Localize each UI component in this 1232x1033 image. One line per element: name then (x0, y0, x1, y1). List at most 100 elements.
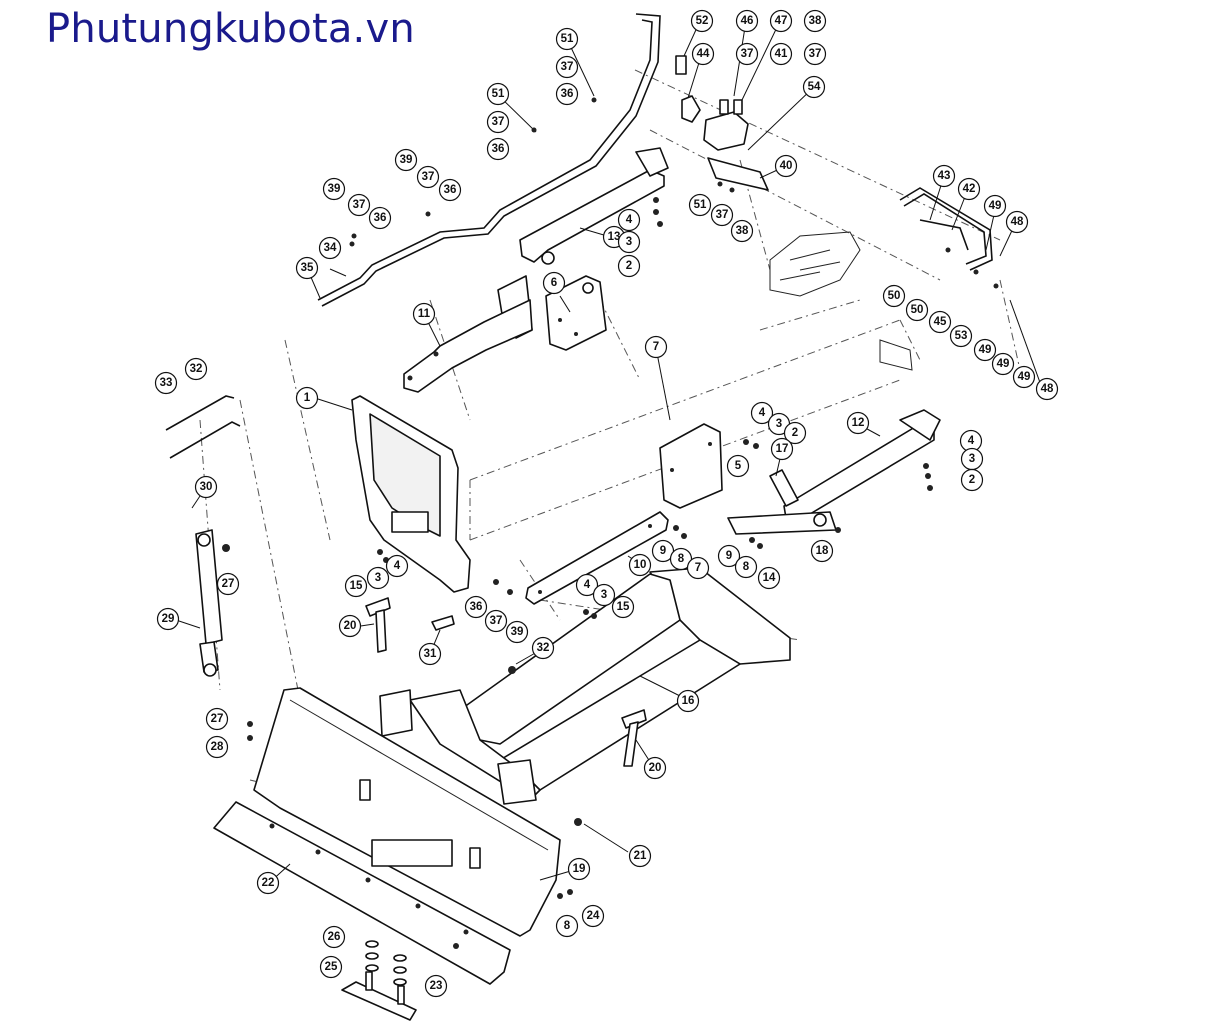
callout-37: 37 (416, 165, 440, 189)
part-22-cutting-edge (213, 801, 511, 985)
part-5-plate (659, 423, 723, 509)
callout-number: 4 (626, 214, 633, 226)
callout-circle (575, 573, 599, 597)
callout-number: 49 (1018, 371, 1031, 383)
callout-number: 49 (979, 344, 992, 356)
callout-number: 27 (222, 578, 235, 590)
callout-circle (810, 539, 834, 563)
callout-number: 10 (634, 559, 647, 571)
callout-circle (319, 955, 343, 979)
callout-circle (338, 614, 362, 638)
callout-number: 32 (537, 642, 550, 654)
callout-number: 32 (190, 363, 203, 375)
callout-8: 8 (734, 555, 758, 579)
callout-32: 32 (531, 636, 555, 660)
callout-circle (628, 553, 652, 577)
callout-circle (617, 208, 641, 232)
fastener-marks (222, 97, 999, 949)
callout-37: 37 (486, 110, 510, 134)
callout-circle (295, 256, 319, 280)
callout-circle (949, 324, 973, 348)
tractor-mount-outline (769, 231, 913, 371)
part-1-frame (351, 395, 471, 593)
callout-number: 27 (211, 713, 224, 725)
callout-circle (531, 636, 555, 660)
callout-number: 21 (634, 850, 647, 862)
callout-number: 3 (375, 572, 381, 584)
part-19-blade (253, 687, 561, 937)
callout-2: 2 (783, 421, 807, 445)
callout-51: 51 (688, 193, 712, 217)
callout-circle (882, 284, 906, 308)
callout-22: 22 (256, 871, 280, 895)
callout-38: 38 (803, 9, 827, 33)
callout-circle (256, 871, 280, 895)
callout-number: 34 (324, 242, 337, 254)
callout-number: 6 (551, 277, 557, 289)
callout-49: 49 (973, 338, 997, 362)
callout-27: 27 (216, 572, 240, 596)
callout-6: 6 (542, 271, 566, 295)
callout-number: 39 (328, 183, 341, 195)
callout-circle (464, 595, 488, 619)
callout-circle (770, 437, 794, 461)
callout-number: 52 (696, 15, 709, 27)
callout-52: 52 (690, 9, 714, 33)
callout-circle (769, 42, 793, 66)
callout-number: 37 (353, 199, 366, 211)
callout-51: 51 (555, 27, 579, 51)
callout-37: 37 (347, 193, 371, 217)
callout-7: 7 (644, 335, 668, 359)
callout-number: 31 (424, 648, 437, 660)
callout-4: 4 (385, 554, 409, 578)
callout-circle (735, 9, 759, 33)
callout-number: 3 (601, 589, 607, 601)
callout-number: 13 (608, 231, 621, 243)
callout-number: 20 (344, 620, 357, 632)
callout-circle (424, 974, 448, 998)
part-33-pipes (165, 395, 241, 459)
callout-number: 37 (490, 615, 503, 627)
callout-41: 41 (769, 42, 793, 66)
callout-number: 39 (400, 154, 413, 166)
callout-number: 1 (304, 392, 311, 404)
callout-number: 8 (564, 920, 571, 932)
callout-number: 39 (511, 626, 524, 638)
callout-number: 36 (470, 601, 483, 613)
callout-circle (486, 82, 510, 106)
callout-number: 37 (809, 48, 822, 60)
callout-circle (154, 371, 178, 395)
callout-46: 46 (735, 9, 759, 33)
callout-39: 39 (394, 148, 418, 172)
callout-48: 48 (1035, 377, 1059, 401)
callout-number: 36 (374, 212, 387, 224)
callout-circle (184, 357, 208, 381)
callout-circle (555, 82, 579, 106)
callout-12: 12 (846, 411, 870, 435)
callout-5: 5 (726, 454, 750, 478)
callout-25: 25 (319, 955, 343, 979)
callout-circle (322, 177, 346, 201)
callout-number: 12 (852, 417, 865, 429)
callout-number: 22 (262, 877, 275, 889)
site-title[interactable]: Phutungkubota.vn (46, 6, 415, 52)
callout-number: 3 (969, 453, 975, 465)
callout-circle (991, 352, 1015, 376)
part-10-bar (525, 511, 669, 605)
callout-circle (669, 547, 693, 571)
callout-number: 2 (969, 474, 975, 486)
callout-number: 15 (350, 580, 363, 592)
callout-36: 36 (368, 206, 392, 230)
callout-number: 50 (911, 304, 924, 316)
callout-circle (643, 756, 667, 780)
callout-number: 14 (763, 572, 776, 584)
callout-26: 26 (322, 925, 346, 949)
callout-50: 50 (905, 298, 929, 322)
callout-15: 15 (344, 574, 368, 598)
callout-49: 49 (983, 194, 1007, 218)
callout-number: 54 (808, 81, 821, 93)
callout-circle (205, 735, 229, 759)
callout-circle (726, 454, 750, 478)
callout-44: 44 (691, 42, 715, 66)
callout-number: 38 (736, 225, 749, 237)
